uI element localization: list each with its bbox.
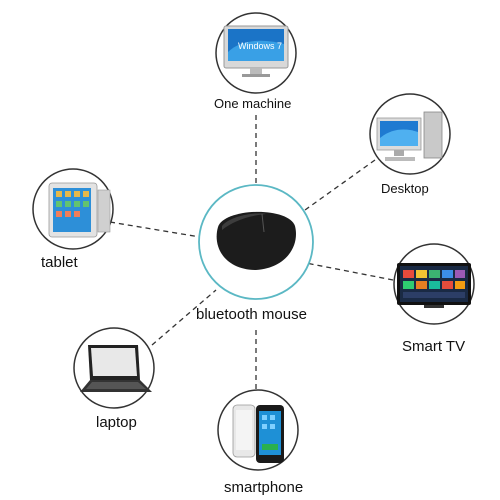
smart-tv-node xyxy=(393,243,475,325)
tablet-icon xyxy=(48,182,111,238)
wireless-mouse-icon xyxy=(216,211,296,270)
laptop-icon xyxy=(80,345,152,392)
label-smartphone: smartphone xyxy=(224,479,304,496)
label-bluetooth-mouse: bluetooth mouse xyxy=(196,306,307,323)
center-node xyxy=(198,184,314,300)
connector-lines xyxy=(109,115,394,395)
one-machine-node: Windows 7 xyxy=(215,12,297,94)
desktop-node xyxy=(369,93,451,175)
smart-tv-icon xyxy=(397,263,471,308)
desktop-computer-icon xyxy=(376,111,443,161)
label-desktop: Desktop xyxy=(381,181,429,196)
smartphone-icon xyxy=(232,404,284,463)
label-laptop: laptop xyxy=(96,414,137,431)
laptop-node xyxy=(73,327,155,409)
label-one-machine: One machine xyxy=(214,96,292,111)
connector-desktop xyxy=(304,159,376,211)
tablet-node xyxy=(32,168,114,250)
all-in-one-pc-icon: Windows 7 xyxy=(223,25,289,77)
label-smart-tv: Smart TV xyxy=(402,338,466,355)
connector-smart-tv xyxy=(305,262,394,281)
smartphone-node xyxy=(217,389,299,471)
label-tablet: tablet xyxy=(41,254,78,271)
connector-tablet xyxy=(109,221,201,238)
svg-text:Windows 7: Windows 7 xyxy=(238,41,282,51)
